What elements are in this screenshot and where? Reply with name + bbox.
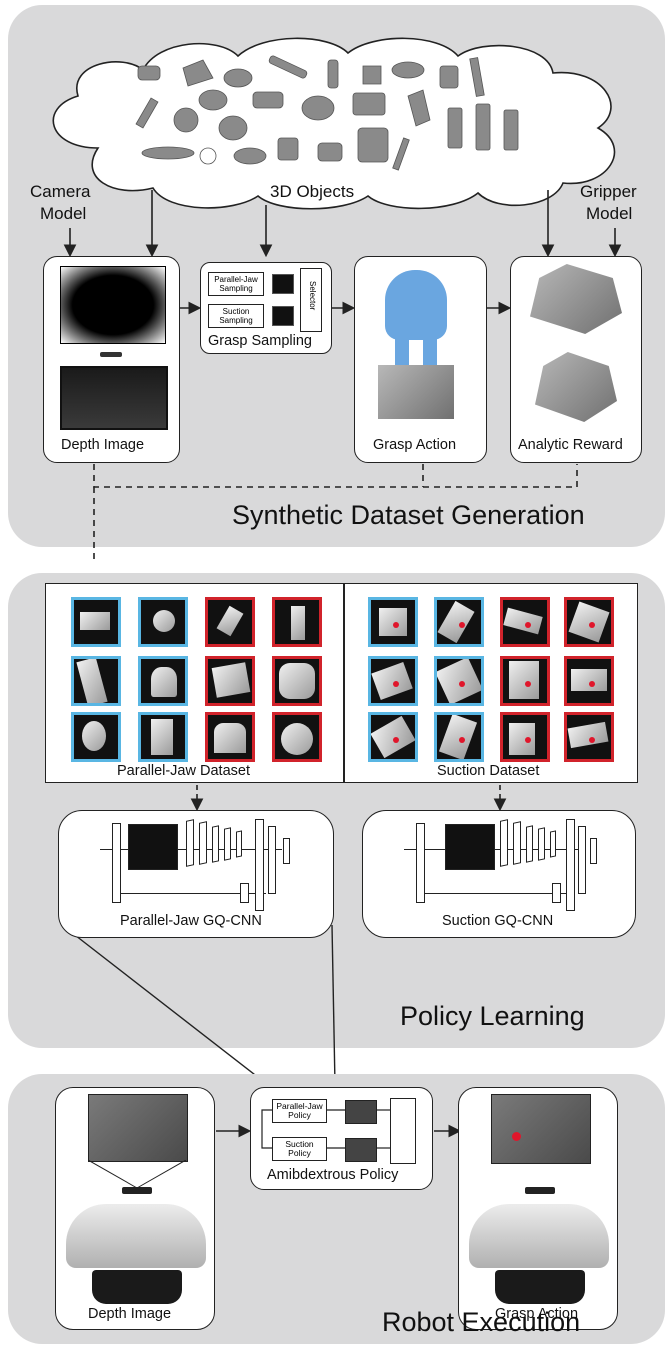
parallel-jaw-dataset-label: Parallel-Jaw Dataset: [117, 763, 250, 779]
synthetic-section-title: Synthetic Dataset Generation: [232, 500, 585, 530]
suction-thumb: [368, 597, 418, 647]
pj-net-line: [120, 893, 266, 895]
suction-thumb: [434, 597, 484, 647]
gripper-render: [385, 270, 447, 340]
suction-thumb: [434, 712, 484, 762]
suction-net-fc: [566, 819, 575, 911]
suction-dataset-label: Suction Dataset: [437, 763, 540, 779]
pj-thumb: [272, 712, 322, 762]
suction-net-line: [424, 893, 570, 895]
suction-thumb: [564, 597, 614, 647]
suction-sample-thumb: [272, 306, 294, 326]
pj-net-fc: [255, 819, 264, 911]
pj-thumb: [138, 712, 188, 762]
suction-thumb: [434, 656, 484, 706]
grasp-target-marker: [512, 1132, 521, 1141]
robot-grasp-render: [469, 1204, 609, 1268]
pj-thumb: [205, 656, 255, 706]
pj-net-output: [283, 838, 290, 864]
parallel-jaw-sampling-box: Parallel-Jaw Sampling: [208, 272, 264, 296]
pj-thumb: [138, 656, 188, 706]
grasp-action-label: Grasp Action: [373, 437, 457, 453]
pj-thumb: [205, 597, 255, 647]
pj-thumb: [71, 656, 121, 706]
suction-net-fc: [552, 883, 561, 903]
suction-sampling-label-1: Suction: [222, 307, 250, 316]
camera-icon: [100, 352, 122, 357]
suction-net-fc: [578, 826, 586, 894]
depth-image-render: [60, 266, 166, 344]
pj-thumb: [272, 656, 322, 706]
depth-image-label: Depth Image: [61, 437, 145, 453]
parallel-jaw-policy-label-2: Policy: [288, 1110, 311, 1120]
robot-camera-icon: [122, 1187, 152, 1194]
robot-depth-image-label: Depth Image: [88, 1306, 172, 1322]
policy-selector-box: [390, 1098, 416, 1164]
robot-camera-frustum: [88, 1160, 186, 1189]
parallel-jaw-sampling-label-2: Sampling: [219, 284, 253, 293]
pj-thumb: [71, 597, 121, 647]
suction-thumb: [368, 712, 418, 762]
suction-sampling-box: Suction Sampling: [208, 304, 264, 328]
suction-thumb: [368, 656, 418, 706]
pj-net-image: [128, 824, 178, 870]
objects-label: 3D Objects: [270, 182, 355, 201]
pj-net-input: [112, 823, 121, 903]
parallel-jaw-sample-thumb: [272, 274, 294, 294]
robot-render: [66, 1204, 206, 1268]
selector-box: Selector: [300, 268, 322, 332]
pj-thumb: [71, 712, 121, 762]
analytic-reward-label: Analytic Reward: [518, 437, 623, 453]
robot-grasp-action-label: Grasp Action: [495, 1306, 579, 1322]
parallel-jaw-gqcnn-box: [58, 810, 334, 938]
parallel-jaw-sampling-label-1: Parallel-Jaw: [214, 275, 258, 284]
policy-section-title: Policy Learning: [400, 1001, 585, 1031]
grasp-sampling-label: Grasp Sampling: [208, 333, 312, 349]
robot-grasp-bin-render: [495, 1270, 585, 1304]
suction-thumb: [500, 712, 550, 762]
suction-sampling-label-2: Sampling: [219, 316, 253, 325]
suction-gqcnn-label: Suction GQ-CNN: [442, 913, 554, 929]
suction-thumb: [564, 656, 614, 706]
suction-policy-label-1: Suction: [285, 1139, 314, 1149]
camera-model-label-1: Camera: [30, 182, 91, 201]
suction-thumb: [500, 597, 550, 647]
parallel-jaw-policy-box: Parallel-Jaw Policy: [272, 1099, 327, 1123]
pj-net-fc: [240, 883, 249, 903]
robot-bin-render: [92, 1270, 182, 1304]
robot-grasp-camera-icon: [525, 1187, 555, 1194]
pj-net-fc: [268, 826, 276, 894]
suction-net-output: [590, 838, 597, 864]
suction-net-image: [445, 824, 495, 870]
grasp-object-render: [378, 365, 454, 419]
suction-net-line: [404, 849, 586, 851]
gripper-model-label-2: Model: [586, 204, 633, 223]
robot-depth-image-render: [88, 1094, 188, 1162]
parallel-jaw-policy-thumb: [345, 1100, 377, 1124]
suction-policy-box: Suction Policy: [272, 1137, 327, 1161]
pj-thumb: [272, 597, 322, 647]
dataset-divider: [343, 583, 345, 783]
objects-cloud: [52, 37, 616, 210]
bin-render: [60, 366, 168, 430]
pj-thumb: [205, 712, 255, 762]
synthetic-arrows: [63, 190, 622, 560]
ambidextrous-policy-label: Amibdextrous Policy: [267, 1167, 399, 1183]
parallel-jaw-policy-label-1: Parallel-Jaw: [276, 1101, 323, 1111]
gripper-model-label-1: Gripper: [580, 182, 637, 201]
suction-net-input: [416, 823, 425, 903]
suction-thumb: [564, 712, 614, 762]
robot-section-title: Robot Execution: [382, 1307, 581, 1337]
suction-policy-label-2: Policy: [288, 1148, 311, 1158]
parallel-jaw-gqcnn-label: Parallel-Jaw GQ-CNN: [120, 913, 262, 929]
pj-thumb: [138, 597, 188, 647]
robot-grasp-depth-render: [491, 1094, 591, 1164]
camera-model-label-2: Model: [40, 204, 87, 223]
suction-thumb: [500, 656, 550, 706]
suction-gqcnn-box: [362, 810, 636, 938]
suction-policy-thumb: [345, 1138, 377, 1162]
policy-connectors: [261, 1109, 390, 1149]
